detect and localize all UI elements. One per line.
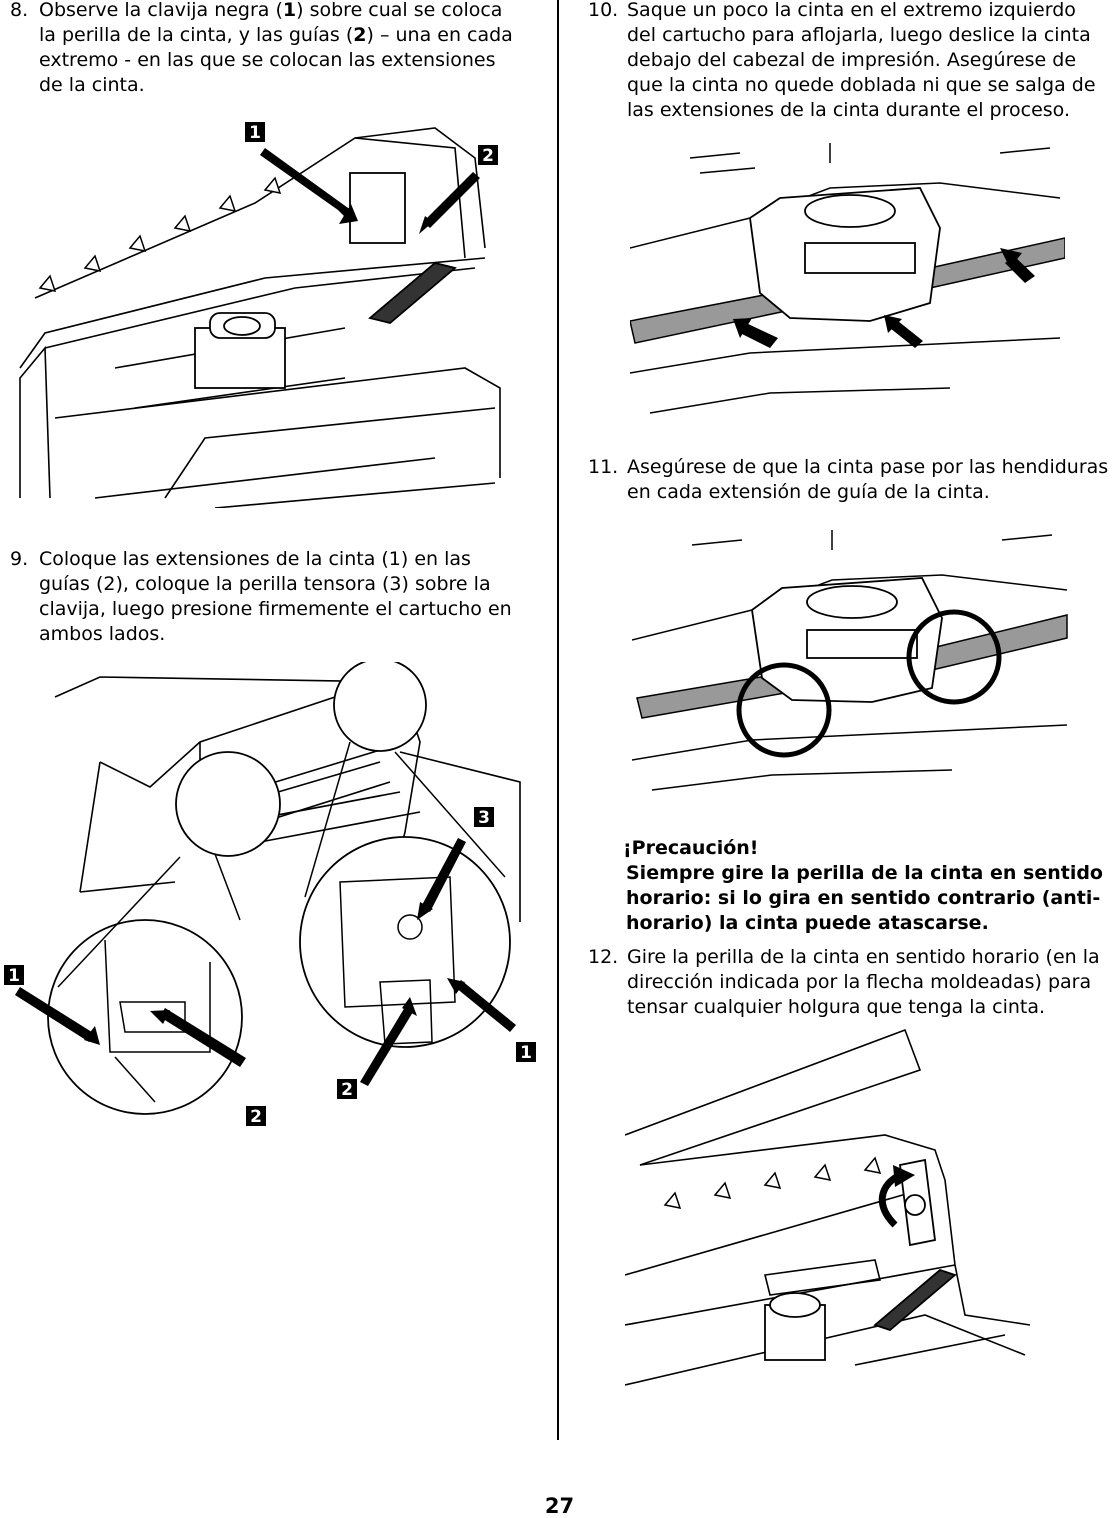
step-12-line-1: Gire la perilla de la cinta en sentido h… [627,946,1100,968]
step-10-line-5: las extensiones de la cinta durante el p… [627,99,1070,121]
figure-9-ribbon-extensions: 3 1 1 2 2 [0,662,540,1132]
step-8-line-3: extremo - en las que se colocan las exte… [39,49,496,71]
step-12-number: 12. [588,946,619,968]
step-10-number: 10. [588,0,619,21]
figure-9-label-3: 3 [478,808,490,828]
caution-line-3: horario) la cinta puede atascarse. [626,912,989,934]
caution-title: ¡Precaución! [623,837,759,859]
figure-9-label-2-left: 2 [250,1107,262,1127]
step-11-line-1: Asegúrese de que la cinta pase por las h… [627,456,1109,478]
step-8-line-4: de la cinta. [39,74,145,96]
figure-11-ribbon-slots [632,530,1072,795]
figure-8-printer-ribbon-peg: 1 2 [15,118,505,508]
step-9-line-2: guías (2), coloque la perilla tensora (3… [39,573,491,595]
step-10-line-3: debajo del cabezal de impresión. Asegúre… [627,49,1077,71]
step-9: 9. Coloque las extensiones de la cinta (… [10,547,550,647]
figure-9-label-2-center: 2 [341,1080,353,1100]
step-9-number: 9. [10,548,29,570]
step-11: 11. Asegúrese de que la cinta pase por l… [588,455,1118,505]
figure-12-turn-knob-clockwise [625,1025,1030,1395]
step-12-line-2: dirección indicada por la flecha moldead… [627,971,1092,993]
figure-10-slide-ribbon [630,143,1065,418]
column-divider [557,0,559,1440]
page-number: 27 [544,1494,575,1518]
step-8: 8. Observe la clavija negra (1) sobre cu… [10,0,550,98]
caution-line-2: horario: si lo gira en sentido contrario… [626,887,1101,909]
step-12-line-3: tensar cualquier holgura que tenga la ci… [627,996,1046,1018]
step-8-line-1: Observe la clavija negra (1) sobre cual … [39,0,503,21]
caution-line-1: Siempre gire la perilla de la cinta en s… [626,862,1103,884]
figure-8-label-2: 2 [482,146,494,166]
step-11-number: 11. [588,456,619,478]
step-9-line-4: ambos lados. [39,623,166,645]
step-8-line-2: la perilla de la cinta, y las guías (2) … [39,24,513,46]
step-10-line-4: que la cinta no quede doblada ni que se … [627,74,1096,96]
step-9-line-1: Coloque las extensiones de la cinta (1) … [39,548,471,570]
step-10-line-1: Saque un poco la cinta en el extremo izq… [627,0,1076,21]
step-11-line-2: en cada extensión de guía de la cinta. [627,481,990,503]
figure-8-label-1: 1 [249,123,261,143]
step-12: 12. Gire la perilla de la cinta en senti… [588,945,1118,1020]
step-10-line-2: del cartucho para aflojarla, luego desli… [627,24,1091,46]
step-10: 10. Saque un poco la cinta en el extremo… [588,0,1118,123]
step-8-number: 8. [10,0,29,21]
figure-9-label-1-left: 1 [8,966,20,986]
figure-9-label-1-right: 1 [520,1043,532,1063]
step-9-line-3: clavija, luego presione firmemente el ca… [39,598,512,620]
